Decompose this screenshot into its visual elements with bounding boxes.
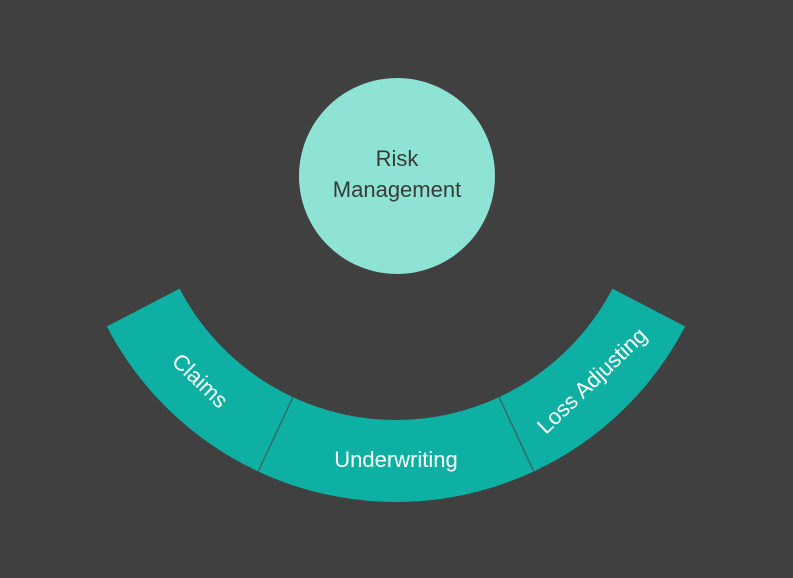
segment-label-underwriting: Underwriting xyxy=(334,447,458,472)
arc-band xyxy=(106,288,686,503)
arc-divider xyxy=(498,396,535,472)
center-circle xyxy=(299,78,495,274)
arc-segment-claims xyxy=(106,288,293,472)
arc-segment-loss-adjusting xyxy=(499,288,686,472)
center-label-line2: Management xyxy=(333,177,461,202)
arc-segment-underwriting xyxy=(258,397,534,503)
center-label-line1: Risk xyxy=(376,146,420,171)
arc-divider xyxy=(257,396,294,472)
center-node: Risk Management xyxy=(299,78,495,274)
